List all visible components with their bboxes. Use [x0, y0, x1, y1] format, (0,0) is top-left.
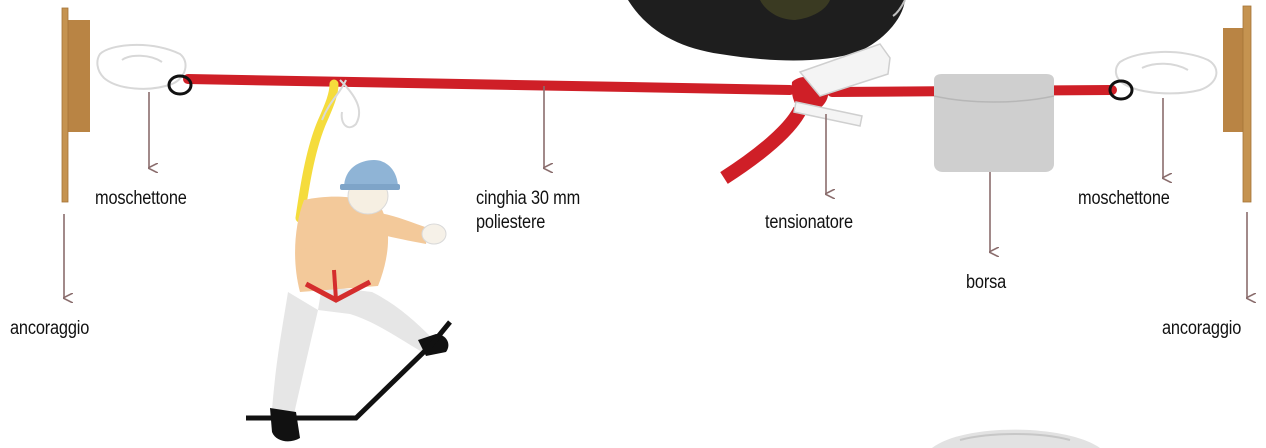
- anchor-post-right: [1223, 6, 1251, 202]
- callout-arrows: [64, 86, 1247, 298]
- coil-sketch-icon: [932, 430, 1100, 448]
- anchor-post-left: [62, 8, 90, 202]
- label-anchor-left: ancoraggio: [10, 318, 89, 340]
- bag-icon: [934, 74, 1054, 172]
- label-strap-line1: cinghia 30 mm: [476, 188, 580, 210]
- worker-figure-icon: [270, 80, 448, 441]
- label-strap-line2: poliestere: [476, 212, 545, 234]
- label-tensioner: tensionatore: [765, 212, 853, 234]
- carabiner-left-icon: [97, 45, 185, 89]
- label-bag: borsa: [966, 272, 1006, 294]
- label-carabiner-left: moschettone: [95, 188, 187, 210]
- label-carabiner-right: moschettone: [1078, 188, 1170, 210]
- label-anchor-right: ancoraggio: [1162, 318, 1241, 340]
